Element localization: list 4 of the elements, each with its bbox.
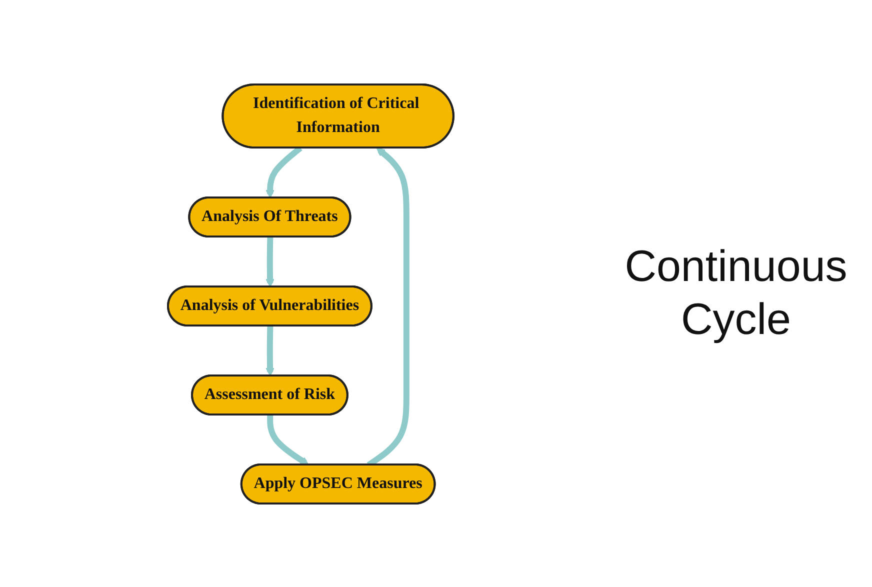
center-caption: Continuous Cycle — [624, 240, 848, 346]
arrow — [267, 414, 310, 465]
arrow — [266, 236, 275, 287]
arrow — [266, 325, 275, 376]
